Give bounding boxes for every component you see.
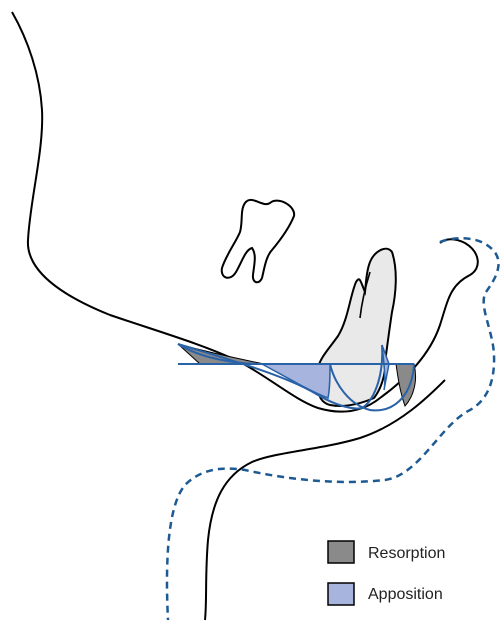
legend-label-apposition: Apposition [368, 586, 443, 604]
legend-swatch-resorption [328, 541, 354, 563]
legend-swatch-apposition [328, 583, 354, 605]
upper-molar [222, 200, 294, 282]
symphysis-contour [205, 380, 445, 620]
legend-label-resorption: Resorption [368, 545, 445, 563]
